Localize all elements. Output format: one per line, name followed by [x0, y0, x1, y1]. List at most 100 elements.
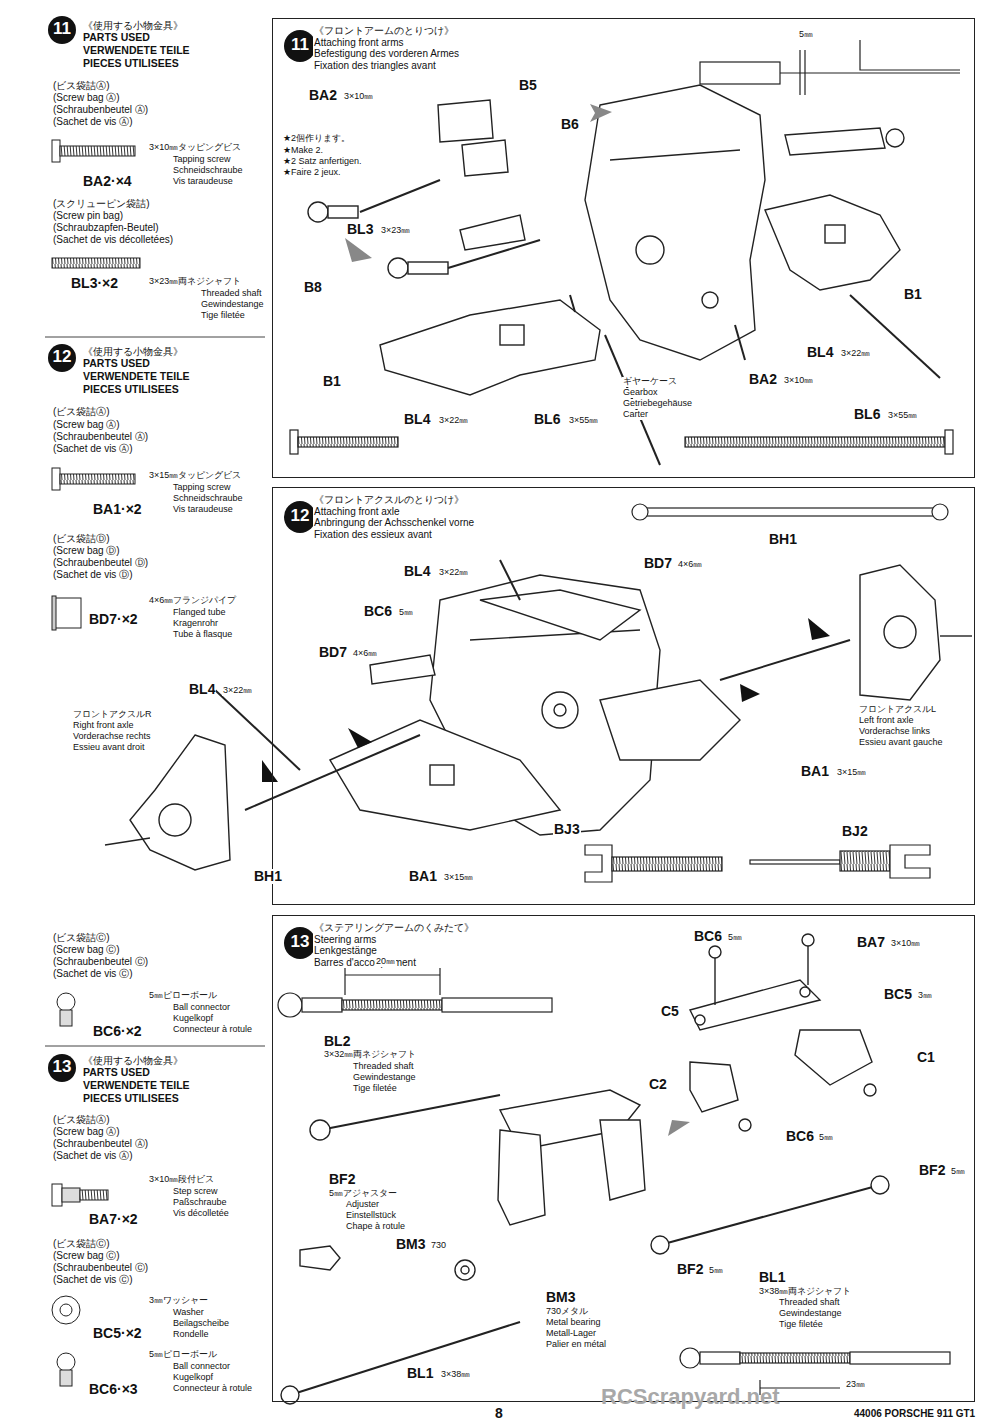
part-note: 3×22㎜ — [438, 416, 469, 426]
part-note: Vorderachse links — [858, 727, 931, 737]
bag-label: (Screw bag Ⓓ) — [52, 545, 121, 556]
part-code: B5 — [518, 78, 538, 93]
part-note: 3×10㎜タッピングビス — [148, 143, 242, 153]
reference-part — [890, 845, 930, 878]
part-note: 3×32㎜両ネジシャフト — [323, 1050, 417, 1060]
steering-drawing — [864, 1084, 876, 1096]
part-code: BM3 — [545, 1290, 577, 1305]
step-number: 11 — [285, 36, 315, 55]
part-note: Gearbox — [622, 388, 659, 398]
reference-part — [290, 430, 298, 454]
suspension-arm — [480, 590, 640, 640]
part-code: BM3 — [395, 1237, 427, 1252]
shaft-line — [850, 295, 940, 378]
part-code: BA7 — [856, 935, 886, 950]
parts-heading: VERWENDETE TEILE — [82, 1080, 191, 1092]
parts-heading: PIECES UTILISEES — [82, 384, 180, 396]
part-note: Left front axle — [858, 716, 915, 726]
steering-drawing — [807, 946, 808, 985]
part-note: Tapping screw — [172, 483, 232, 493]
bag-label: (Sachet de vis Ⓐ) — [52, 1150, 133, 1161]
bag-label: (Screw bag Ⓐ) — [52, 92, 121, 103]
shaft-line — [500, 560, 520, 600]
part-note: 3×10㎜ — [890, 939, 921, 949]
part-note: ギヤーケース — [622, 377, 678, 387]
bag-label: (ビス袋詰Ⓐ) — [52, 80, 111, 91]
part-note: Metall-Lager — [545, 1329, 597, 1339]
gearbox-drawing — [585, 85, 765, 360]
part-code: BC5·×2 — [92, 1326, 143, 1341]
reference-part — [632, 504, 648, 520]
reference-part — [342, 1000, 442, 1010]
part-note: ★Make 2. — [282, 146, 324, 156]
step-circle — [48, 16, 316, 1082]
bag-label: (ビス袋詰Ⓒ) — [52, 1238, 111, 1249]
bag-label: (Screw bag Ⓒ) — [52, 944, 121, 955]
part-code: BF2 — [328, 1172, 356, 1187]
part-code: BD7 — [643, 556, 673, 571]
part-note: Connecteur à rotule — [172, 1384, 253, 1394]
divider-line — [45, 337, 265, 338]
step-number: 13 — [285, 933, 315, 952]
part-code: BD7 — [318, 645, 348, 660]
part-code: BA7·×2 — [88, 1212, 139, 1227]
part-note: Threaded shaft — [200, 289, 263, 299]
part-note: 5㎜ — [818, 1133, 834, 1143]
part-note: 20㎜ — [375, 957, 396, 967]
step-title: Attaching front axle — [313, 506, 401, 518]
suspension-arm — [825, 225, 845, 243]
knuckle-drawing — [860, 565, 940, 700]
part-note: Threaded shaft — [352, 1062, 415, 1072]
part-note: 3㎜ — [917, 991, 933, 1001]
steering-drawing — [800, 987, 810, 997]
step-circle — [284, 30, 316, 62]
direction-arrow — [348, 728, 372, 748]
part-code: B1 — [322, 374, 342, 389]
reference-part — [804, 50, 805, 95]
reference-part — [685, 437, 945, 447]
reference-part — [799, 50, 800, 95]
bag-label: 《使用する小物金具》 — [82, 346, 184, 357]
part-sample — [57, 993, 75, 1011]
part-note: 3×22㎜ — [438, 568, 469, 578]
part-note: フロントアクスルR — [72, 710, 153, 720]
step-title: Anbringung der Achsschenkel vorne — [313, 517, 475, 529]
bag-label: (Sachet de vis Ⓓ) — [52, 569, 133, 580]
watermark: RCScrapyard.net — [600, 1385, 781, 1409]
part-note: Vis décolletée — [172, 1209, 230, 1219]
part-sample — [52, 468, 60, 490]
suspension-arm — [330, 720, 560, 830]
bag-label: (Schraubzapfen-Beutel) — [52, 222, 160, 233]
part-sample — [52, 258, 140, 268]
steering-drawing — [651, 1236, 669, 1254]
part-sample — [60, 474, 135, 484]
steering-drawing — [310, 1120, 330, 1140]
part-sample — [60, 1010, 72, 1026]
gearbox-drawing — [610, 150, 740, 160]
reference-part — [700, 62, 780, 84]
part-note: Tige filetée — [778, 1320, 824, 1330]
panel-heading: 《フロントアクスルのとりつけ》Attaching front axleAnbri… — [313, 494, 475, 540]
part-note: 5㎜ — [398, 608, 414, 618]
part-note: Kragenrohr — [172, 619, 219, 629]
part-note: Vis taraudeuse — [172, 177, 234, 187]
step-title: Befestigung des vorderen Armes — [313, 48, 460, 60]
part-sample — [52, 1296, 80, 1324]
step-title-jp: 《ステアリングアームのくみたて》 — [313, 922, 475, 934]
part-code: BL3·×2 — [70, 276, 119, 291]
suspension-arm — [308, 202, 328, 222]
steering-drawing — [690, 980, 820, 1030]
step-circle — [48, 16, 76, 44]
part-note: 3㎜ワッシャー — [148, 1296, 209, 1306]
part-code: BL2 — [323, 1034, 351, 1049]
steering-drawing — [795, 1030, 872, 1085]
bag-label: (Schraubenbeutel Ⓐ) — [52, 431, 149, 442]
part-code: BC6·×3 — [88, 1382, 139, 1397]
part-code: BH1 — [253, 869, 283, 884]
step-circle — [284, 927, 316, 959]
part-code: B8 — [303, 280, 323, 295]
part-note: ★2 Satz anfertigen. — [282, 157, 363, 167]
part-note: 3×22㎜ — [840, 349, 871, 359]
part-note: Step screw — [172, 1187, 219, 1197]
steering-drawing — [600, 1120, 645, 1200]
